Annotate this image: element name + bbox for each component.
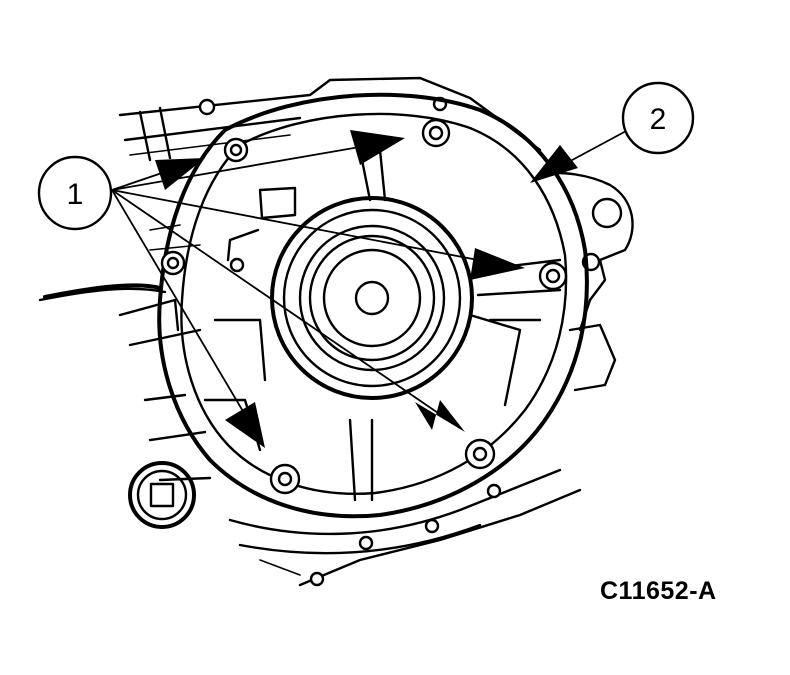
cover-bolt-bottom-right <box>464 438 496 470</box>
arrow-to-right-bolt <box>470 248 525 280</box>
cover-bolt-right <box>538 261 568 291</box>
callout-2-leader <box>530 129 629 183</box>
figure-id-label: C11652-A <box>600 577 717 605</box>
rail-bolt-4 <box>486 483 502 499</box>
callout-2: 2 <box>621 81 695 155</box>
fill-plug <box>128 461 196 529</box>
case-housing <box>38 76 582 587</box>
output-shaft-bore <box>354 280 390 316</box>
seal-outer-ring <box>270 196 474 400</box>
arrow-to-extension-housing <box>530 145 578 183</box>
cover-bolt-bottom-left <box>269 463 301 495</box>
cover-bolt-left <box>160 250 186 276</box>
cover-bolt-top-center <box>421 118 451 148</box>
callout-1: 1 <box>37 155 113 231</box>
arrow-to-top-center-bolt <box>350 130 405 165</box>
rail-bolt-1 <box>309 571 325 587</box>
cover-bolts <box>160 118 568 495</box>
callout-1-number: 1 <box>67 178 84 211</box>
arrow-to-bottom-right-bolt <box>415 400 465 432</box>
rail-bolt-2 <box>358 535 374 551</box>
arrow-to-top-left-bolt <box>155 158 205 190</box>
rail-bolt-3 <box>424 518 440 534</box>
arrow-to-bottom-left-bolt <box>225 402 265 448</box>
callout-2-number: 2 <box>650 103 667 136</box>
callout-1-leaders <box>111 130 525 448</box>
case-bolt-top-left <box>198 98 216 116</box>
cover-bolt-top-left <box>223 137 249 163</box>
